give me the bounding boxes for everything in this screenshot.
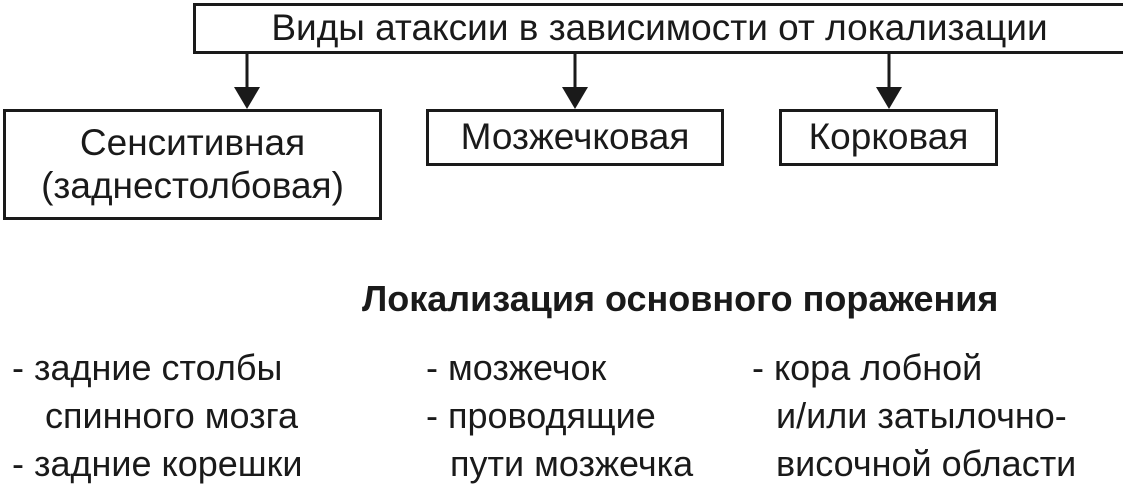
localization-col2-line3: пути мозжечка — [450, 443, 694, 484]
ataxia-types-title: Виды атаксии в зависимости от локализаци… — [271, 7, 1048, 49]
localization-col2-line1: - мозжечок — [426, 347, 607, 388]
localization-col3-line1: - кора лобной — [752, 347, 983, 388]
localization-col1-line2: спинного мозга — [45, 395, 298, 436]
localization-col1-line1: - задние столбы — [12, 347, 283, 388]
cerebellar-ataxia-label: Мозжечковая — [460, 116, 690, 158]
cortical-ataxia-label: Корковая — [808, 116, 969, 158]
arrow-to-sensitive — [234, 54, 260, 109]
arrow-to-cerebellar — [562, 54, 588, 109]
cortical-ataxia-box: Корковая — [779, 109, 998, 166]
localization-col3-line3: височной области — [776, 443, 1077, 484]
localization-col3-line2: и/или затылочно- — [776, 395, 1067, 436]
localization-heading: Локализация основного поражения — [362, 278, 999, 319]
localization-col1-line3: - задние корешки — [12, 443, 303, 484]
sensitive-ataxia-box: Сенситивная (заднестолбовая) — [3, 109, 382, 220]
sensitive-ataxia-label: Сенситивная — [79, 121, 306, 163]
localization-col2-line2: - проводящие — [426, 395, 656, 436]
cerebellar-ataxia-box: Мозжечковая — [426, 109, 724, 166]
ataxia-types-title-box: Виды атаксии в зависимости от локализаци… — [193, 3, 1123, 54]
arrow-to-cortical — [876, 54, 902, 109]
sensitive-ataxia-sublabel: (заднестолбовая) — [41, 164, 344, 206]
